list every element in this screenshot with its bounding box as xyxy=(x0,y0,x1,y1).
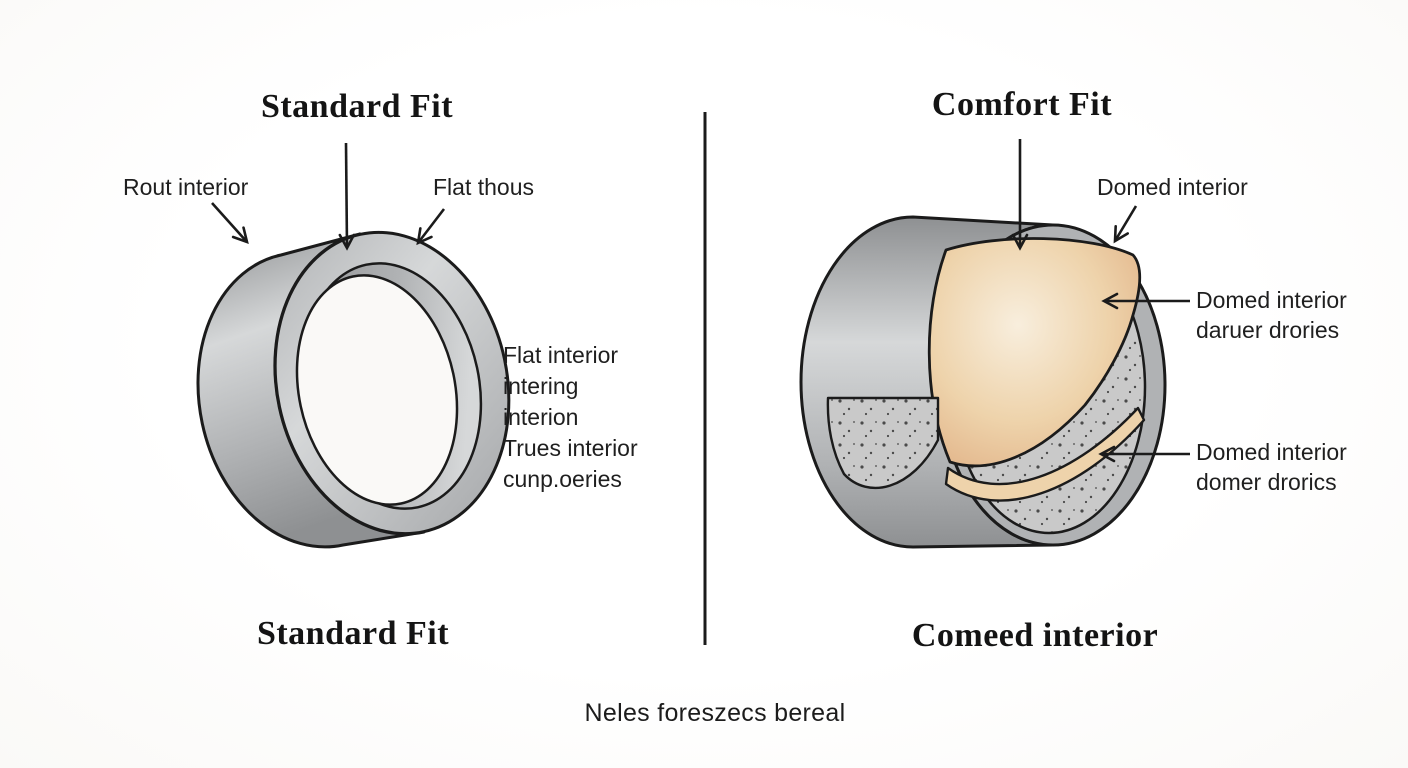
annotation-line: daruer drories xyxy=(1196,317,1340,343)
note-line: Trues interior xyxy=(503,435,638,461)
footer-caption: Neles foreszecs bereal xyxy=(584,699,846,727)
note-line: interion xyxy=(503,404,579,430)
left-cut-cross-section xyxy=(826,396,940,490)
ring-hole xyxy=(295,274,459,506)
comfort-fit-bottom-title: Comeed interior xyxy=(911,617,1159,654)
rout-interior-arrow xyxy=(211,202,249,245)
standard-fit-bottom-title: Standard Fit xyxy=(256,615,450,652)
standard-title-arrow xyxy=(338,142,356,251)
note-line: Flat interior xyxy=(503,342,619,368)
domed-interior-top-arrow xyxy=(1113,205,1138,244)
domed-interior-upper-annotation: Domed interior daruer drories xyxy=(1196,285,1347,345)
comfort-fit-title: Comfort Fit xyxy=(931,86,1113,123)
annotation-arrows xyxy=(211,139,1190,463)
annotation-line: Domed interior xyxy=(1196,287,1347,313)
flat-thous-label: Flat thous xyxy=(433,174,534,200)
flat-thous-arrow xyxy=(416,208,446,246)
flat-interior-note: Flat interior intering interion Trues in… xyxy=(503,340,638,495)
domed-interior-lower-annotation: Domed interior domer drorics xyxy=(1196,437,1347,497)
standard-ring-illustration xyxy=(196,230,511,549)
standard-fit-title: Standard Fit xyxy=(260,88,454,125)
annotation-line: domer drorics xyxy=(1196,469,1337,495)
note-line: intering xyxy=(503,373,579,399)
rout-interior-label: Rout interior xyxy=(123,174,249,200)
comfort-ring-illustration xyxy=(799,215,1167,549)
annotation-line: Domed interior xyxy=(1196,439,1347,465)
domed-interior-top-label: Domed interior xyxy=(1097,174,1248,200)
note-line: cunp.oeries xyxy=(503,466,622,492)
